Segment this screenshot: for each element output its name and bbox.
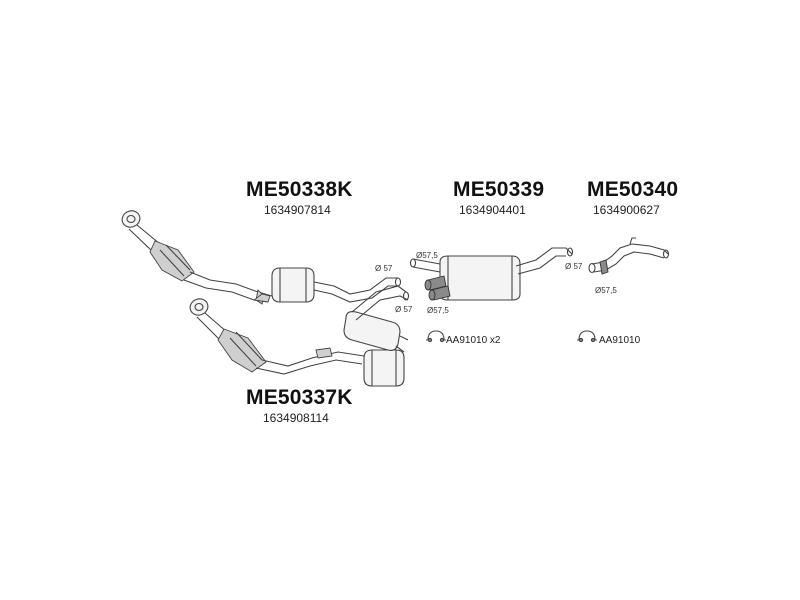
part-ref-me50337k: 1634908114 — [263, 411, 329, 425]
dimension-label: Ø 57 — [395, 305, 413, 314]
part-code-me50338k: ME50338K — [246, 178, 353, 201]
dimension-label: Ø57,5 — [595, 286, 617, 295]
part-ref-me50340: 1634900627 — [593, 203, 660, 217]
clamp-label: AA91010 — [599, 335, 641, 346]
clamp-icon — [426, 330, 446, 343]
clamp-label: AA91010 x2 — [446, 335, 501, 346]
clamp-icon — [577, 330, 597, 343]
tail-pipe-icon — [588, 237, 670, 275]
part-ref-me50338k: 1634907814 — [264, 203, 331, 217]
front-pipe-upper-icon — [121, 210, 402, 305]
part-code-me50340: ME50340 — [587, 178, 679, 201]
dimension-label: Ø57,5 — [427, 306, 449, 315]
front-pipe-lower-icon — [189, 285, 410, 387]
part-ref-me50339: 1634904401 — [459, 203, 526, 217]
part-code-me50339: ME50339 — [453, 178, 545, 201]
dimension-label: Ø 57 — [375, 264, 393, 273]
dimension-label: Ø57,5 — [416, 251, 438, 260]
part-code-me50337k: ME50337K — [246, 386, 353, 409]
dimension-label: Ø 57 — [565, 262, 583, 271]
rear-silencer-icon — [409, 247, 574, 301]
